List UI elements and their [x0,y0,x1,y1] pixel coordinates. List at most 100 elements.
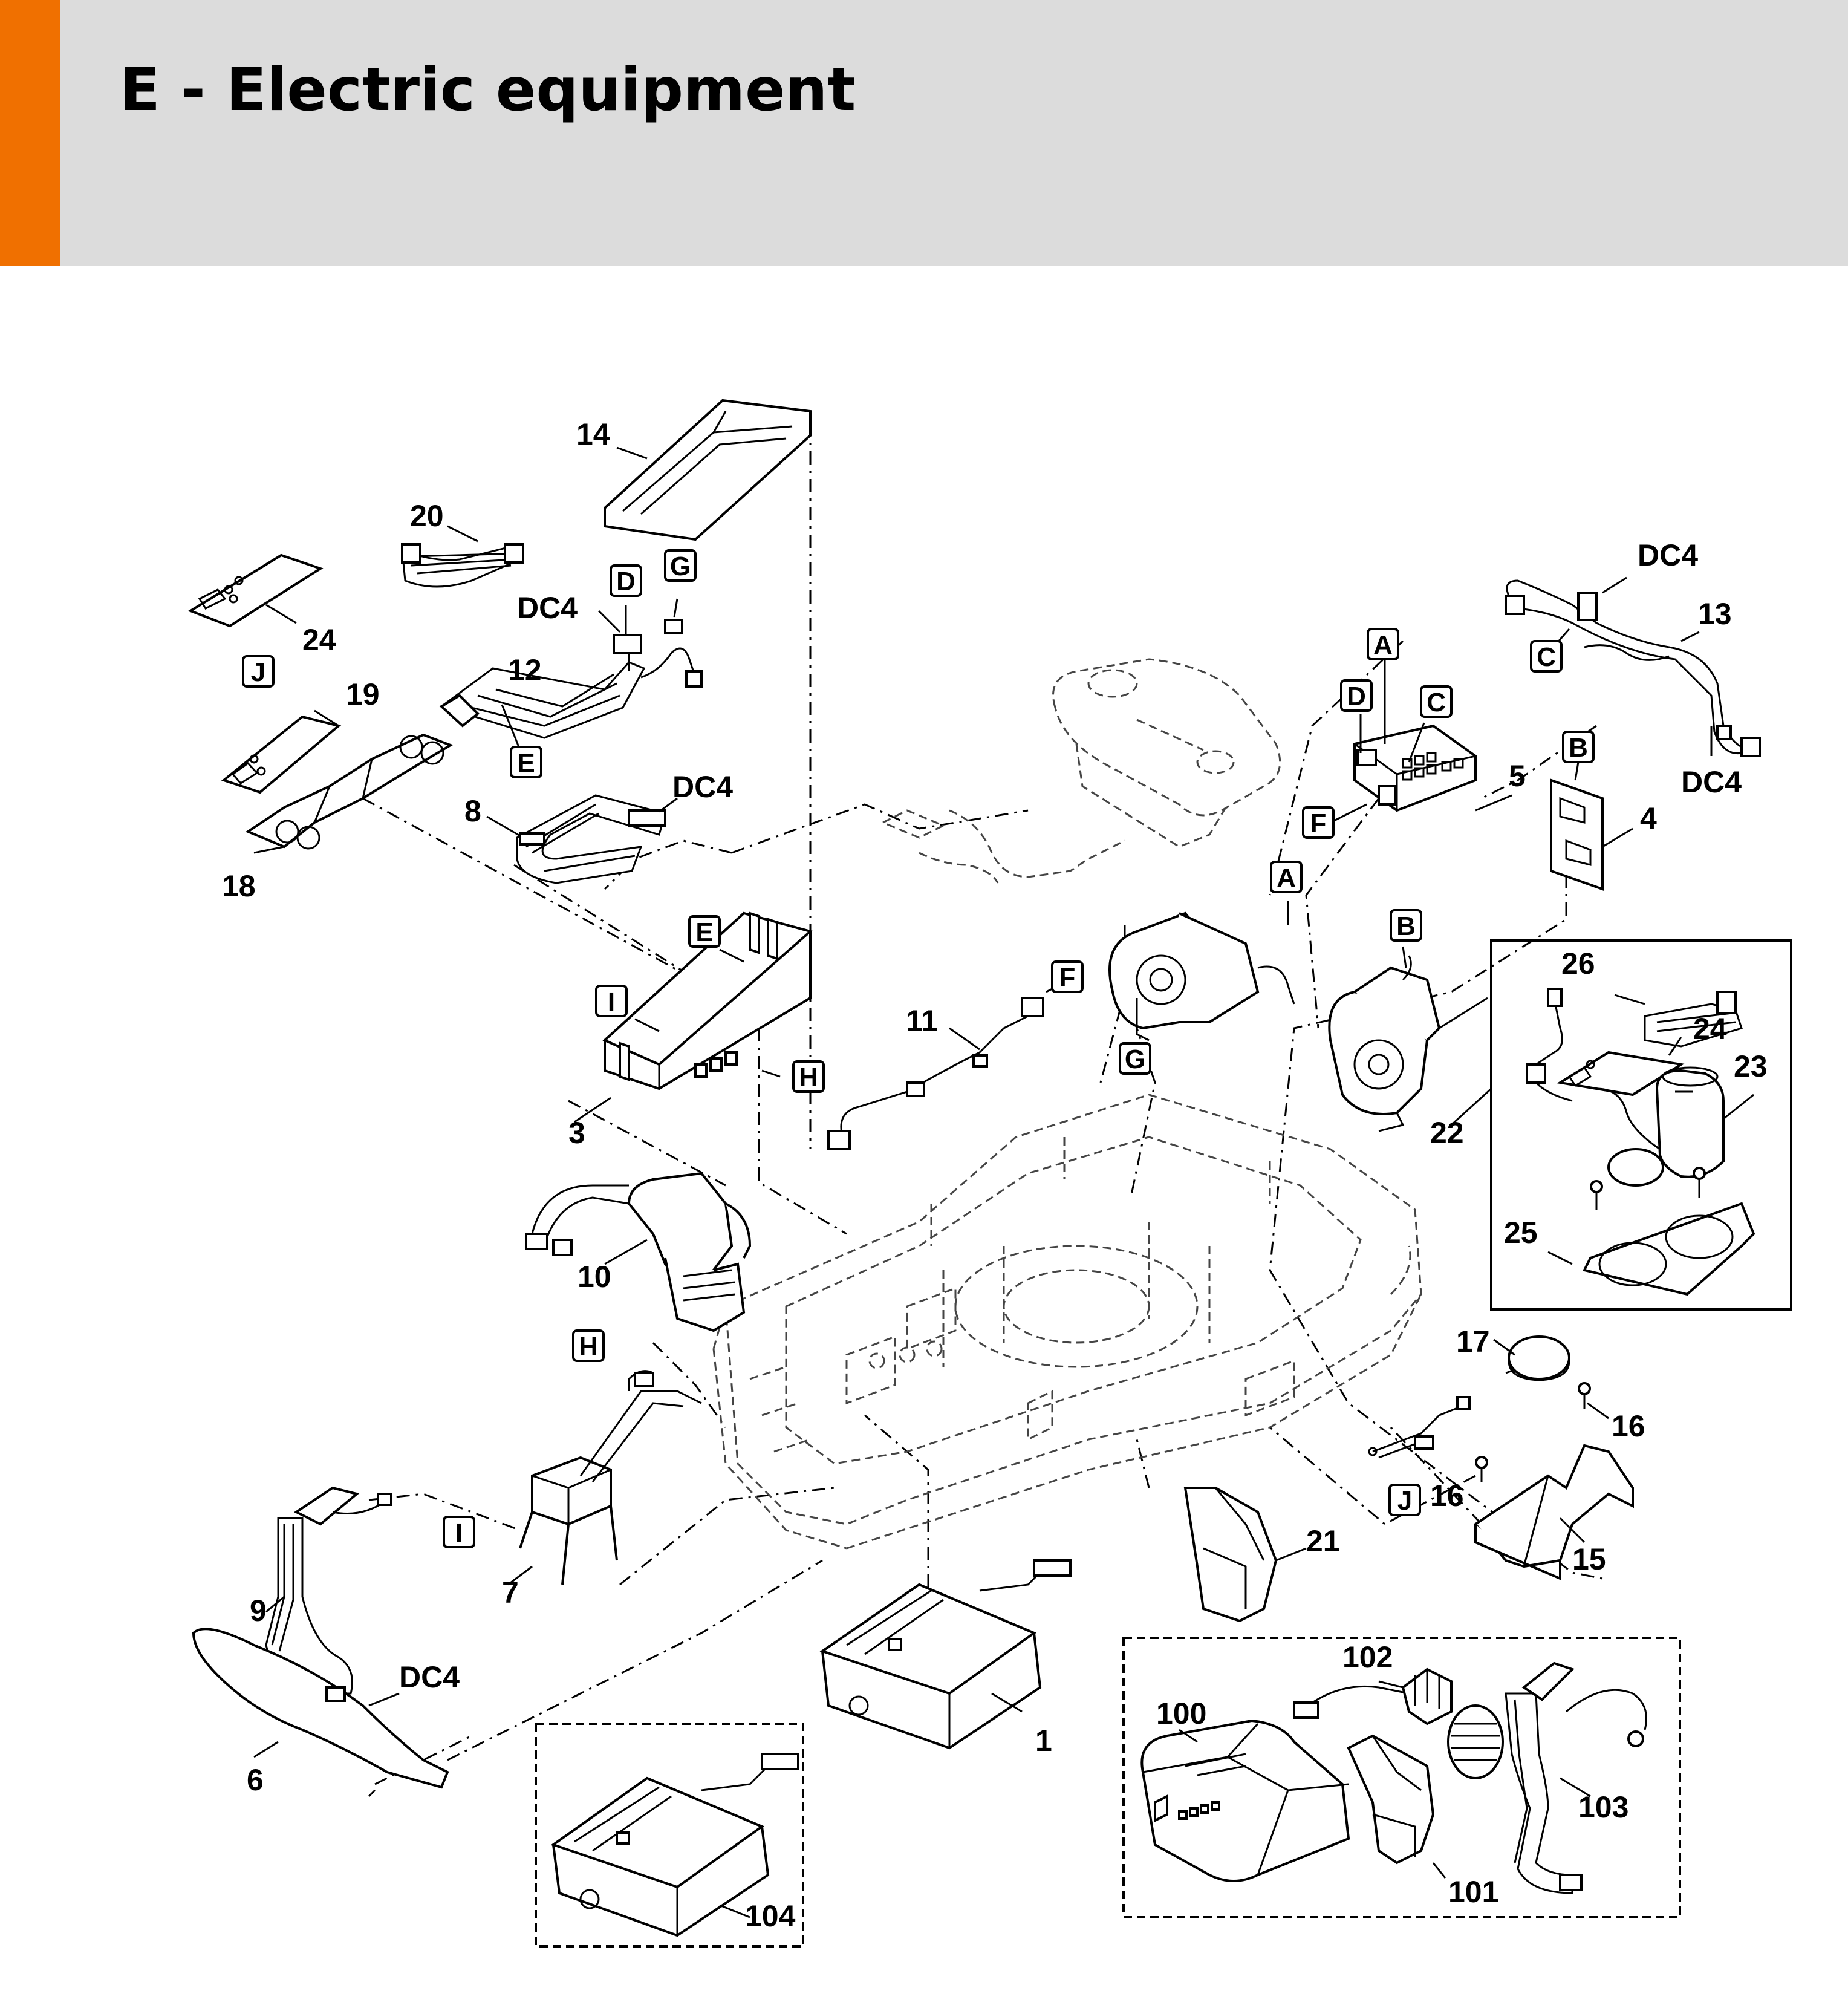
connector-letter: F [1310,809,1327,838]
part-label-23: 23 [1734,1049,1768,1083]
ghost-display-unit [880,658,1281,884]
connector-letter: J [1397,1486,1412,1516]
part-label-16: 16 [1612,1409,1645,1443]
part-7-bracket [507,1370,702,1586]
inset-box-104 [535,1723,804,1948]
connector-E-left: E [510,746,542,778]
part-label-24: 24 [302,623,336,657]
connector-letter: A [1277,863,1296,893]
connector-letter: H [799,1063,818,1092]
connector-letter: D [616,567,636,596]
part-label-18: 18 [222,869,256,903]
part-21-bracket [1183,1487,1307,1623]
connector-letter: D [1347,682,1366,711]
connector-letter: B [1396,911,1416,941]
part-1-battery [819,1559,1072,1750]
connector-A-board: A [1367,628,1399,660]
part-label-8: 8 [464,794,481,828]
connector-letter-boxes: D G J E E I H F G A B A D C F B C H I J [242,549,1595,1548]
orange-accent-bar [0,0,60,266]
part-4-side-board [1550,761,1633,891]
dc4-label: DC4 [517,591,578,625]
connector-B-motor: B [1390,909,1422,942]
part-label-26: 26 [1561,947,1595,980]
connector-A-motor: A [1270,861,1303,893]
connector-letter: F [1059,963,1076,993]
part-label-1: 1 [1035,1724,1052,1758]
connector-letter: E [517,748,535,778]
connector-F-board: F [1302,806,1335,839]
part-label-17: 17 [1456,1325,1490,1358]
connector-C-harness: C [1530,640,1563,673]
part-label-21: 21 [1306,1524,1340,1558]
connector-J-bracket: J [1388,1484,1421,1516]
part-number-labels: 1 3 4 5 6 7 8 9 10 11 12 13 14 15 16 16 … [222,417,1768,1933]
page-header: E - Electric equipment [0,0,1848,266]
connector-I-box: I [595,985,628,1017]
part-label-14: 14 [576,417,610,451]
part-label-3: 3 [568,1116,585,1150]
part-label-7: 7 [502,1576,519,1609]
connector-letter: H [579,1332,598,1361]
connector-letter: G [670,552,691,581]
part-label-11: 11 [906,1004,938,1038]
part-label-101: 101 [1448,1875,1498,1909]
connector-letter: C [1427,688,1446,717]
part-label-12: 12 [508,653,542,687]
ghost-chassis [712,1094,1422,1550]
part-label-104: 104 [745,1899,796,1933]
part-11-sensor-cable [827,982,1065,1150]
page-title: E - Electric equipment [120,56,856,125]
part-label-10: 10 [578,1260,611,1294]
dc4-label: DC4 [1681,765,1742,799]
part-label-102: 102 [1342,1640,1393,1674]
part-9-6-cable-shield [192,1486,449,1789]
part-13-harness [1505,576,1761,757]
connector-F-cable: F [1051,960,1084,993]
connector-H-box: H [792,1060,825,1093]
dc4-labels: DC4 DC4 DC4 DC4 DC4 [399,538,1742,1694]
connector-D-top: D [610,564,642,597]
connector-letter: J [251,657,265,687]
connector-H-bracket: H [572,1329,605,1362]
part-label-22: 22 [1430,1116,1464,1150]
inset-box-22-26 [1450,939,1792,1311]
part-label-103: 103 [1578,1790,1628,1824]
part-5-main-board [1330,641,1512,824]
part-19-18-board-housing [221,709,454,854]
connector-D-board: D [1340,679,1373,712]
part-12-cable-harness [439,598,703,751]
dc4-label: DC4 [399,1660,460,1694]
part-8-flat-cable [486,794,678,884]
part-10-loop-sensor [525,1172,752,1332]
part-label-16: 16 [1430,1479,1464,1513]
part-label-4: 4 [1640,801,1657,835]
connector-G-top: G [664,549,697,582]
inset-box-100-103 [1122,1637,1681,1918]
connector-letter: I [455,1518,463,1548]
connector-I-cable: I [443,1516,475,1548]
part-label-6: 6 [247,1763,264,1797]
connector-letter: I [608,987,615,1017]
connector-B-board: B [1562,731,1595,763]
connector-letter: C [1537,642,1556,672]
connector-letter: B [1569,733,1588,763]
part-label-9: 9 [250,1594,267,1628]
connector-E-box: E [688,915,721,948]
connector-G-chassis: G [1119,1042,1151,1075]
drive-motors [1108,901,1488,1132]
part-label-100: 100 [1156,1697,1206,1730]
connector-J-left: J [242,655,275,688]
part-label-19: 19 [346,677,380,711]
dc4-label: DC4 [672,770,733,804]
connector-letter: E [695,918,713,947]
connector-C-board: C [1420,685,1453,718]
part-20-ribbon-cable [401,525,524,588]
part-14-cover [604,399,812,541]
part-label-25: 25 [1504,1216,1538,1250]
part-label-5: 5 [1509,759,1526,793]
part-label-15: 15 [1572,1542,1606,1576]
part-3-control-box [574,911,813,1123]
part-label-24: 24 [1693,1012,1727,1046]
